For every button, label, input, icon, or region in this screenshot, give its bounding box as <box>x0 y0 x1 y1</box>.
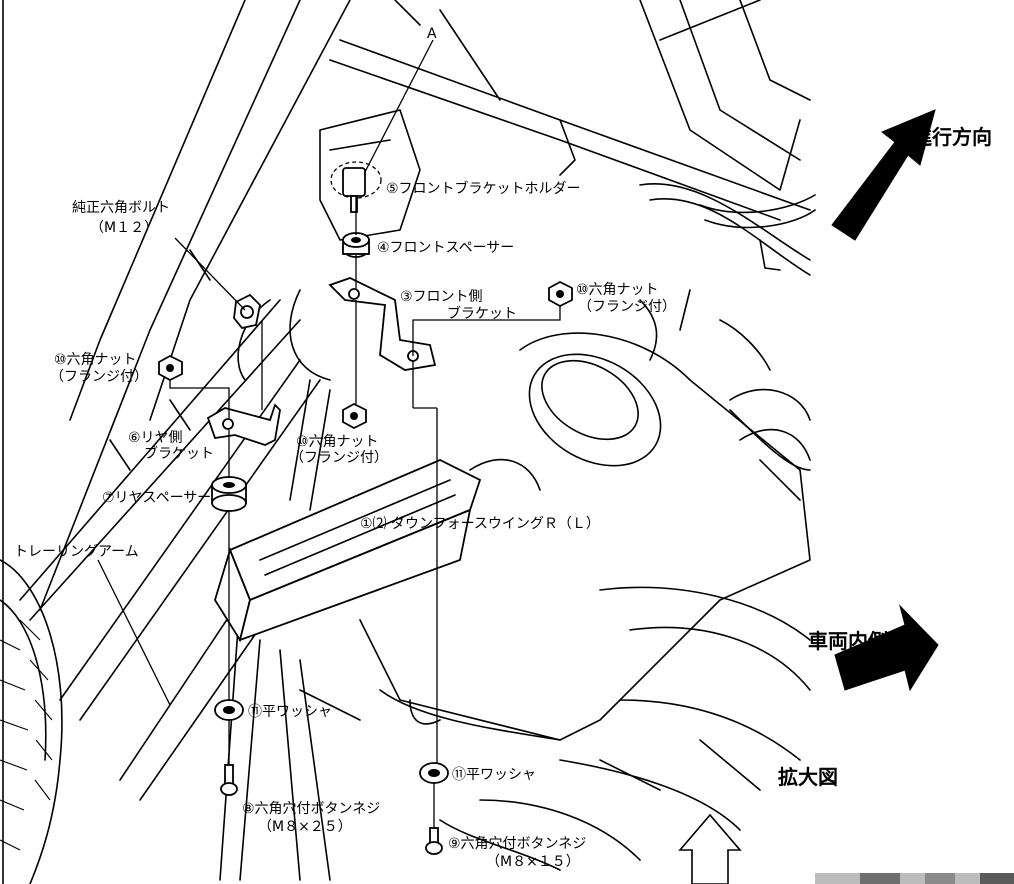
part-8-label-2: （M８×２５） <box>258 819 352 835</box>
part-11-right-label: ⑪平ワッシャ <box>452 767 536 783</box>
part-1-2-label: ①⑵ ダウンフォースウイングＲ（Ｌ） <box>360 516 600 532</box>
photo-thumbnail-edge <box>815 873 1014 884</box>
part-8-label: ⑧六角穴付ボタンネジ <box>242 801 380 817</box>
part-10-mid-label: ⑩六角ナット <box>296 434 379 450</box>
part-10-left-label: ⑩六角ナット <box>54 352 137 368</box>
part-11-left-label: ⑪平ワッシャ <box>248 704 332 720</box>
front-spacer <box>342 232 370 258</box>
part-9-label-2: （M８×１５） <box>486 854 580 870</box>
arrow-up-right-icon <box>831 109 936 241</box>
chassis-linework <box>0 0 816 884</box>
genuine-bolt-label: 純正六角ボルト <box>72 200 170 216</box>
rear-spacer <box>211 476 247 512</box>
rear-bracket <box>206 403 281 446</box>
part-10-mid-label-2: （フランジ付） <box>290 450 388 466</box>
enlarged-view-label: 拡大図 <box>778 765 838 789</box>
part-6-label: ⑥リヤ側 <box>128 430 183 446</box>
hex-nut-mid <box>342 402 367 430</box>
flat-washer-left <box>214 699 244 721</box>
part-10-right-label: ⑩六角ナット <box>576 282 659 298</box>
trailing-arm-label: トレーリングアーム <box>14 544 139 560</box>
arrow-right-icon <box>834 604 939 692</box>
callout-labels: A 純正六角ボルト （M１２） ⑤フロントブラケットホルダー ④フロントスペーサ… <box>14 26 992 870</box>
part-9-label: ⑨六角穴付ボタンネジ <box>448 836 586 852</box>
flat-washer-right <box>419 762 449 784</box>
outline-arrow-up-icon <box>678 813 742 884</box>
part-3-label-2: ブラケット <box>447 305 517 322</box>
part-4-label: ④フロントスペーサー <box>377 240 514 256</box>
part-6-label-2: ブラケット <box>144 445 214 462</box>
part-5-label: ⑤フロントブラケットホルダー <box>386 180 581 197</box>
part-7-label: ⑦リヤスペーサー <box>102 490 211 506</box>
front-bracket-holder <box>330 161 382 213</box>
part-3-label: ③フロント側 <box>400 289 483 305</box>
genuine-hex-bolt <box>233 293 261 329</box>
travel-direction-label: 進行方向 <box>912 125 992 149</box>
button-screw-m8x15 <box>425 827 443 855</box>
button-screw-m8x25 <box>220 764 238 796</box>
assembly-lines <box>97 39 561 828</box>
point-a-label: A <box>427 26 437 42</box>
genuine-bolt-size: （M１２） <box>90 220 158 236</box>
vehicle-inner-side-label: 車両内側 <box>808 629 888 653</box>
part-10-left-label-2: （フランジ付） <box>50 369 148 385</box>
part-10-right-label-2: （フランジ付） <box>578 299 676 315</box>
hex-nut-left <box>158 354 183 382</box>
downforce-wing <box>214 459 482 643</box>
hex-nut-right <box>548 280 573 308</box>
